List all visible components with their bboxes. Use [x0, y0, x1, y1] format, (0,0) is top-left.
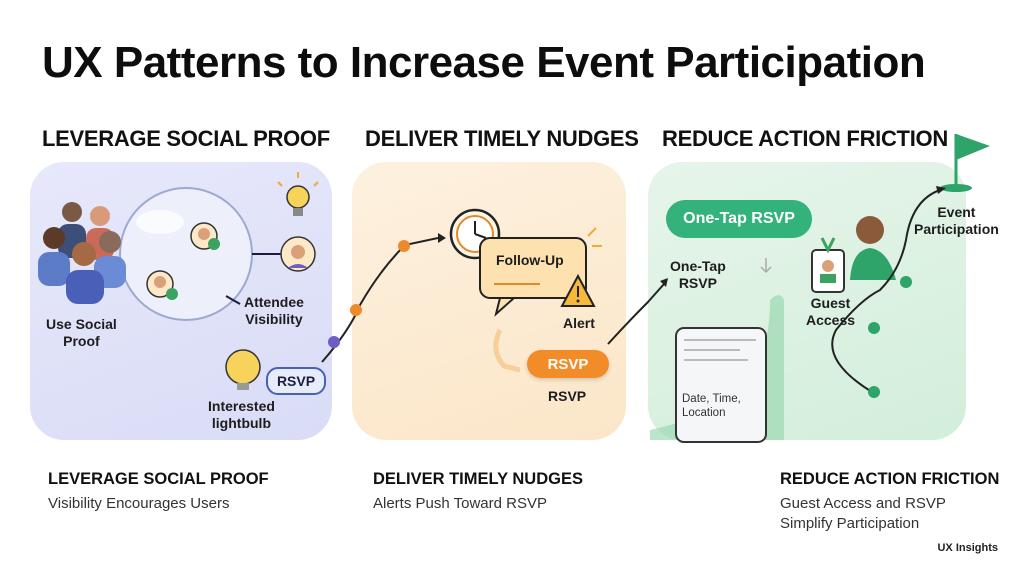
caption-body-social-proof: Visibility Encourages Users [48, 495, 230, 512]
follow-up-label: Follow-Up [496, 252, 564, 268]
path-node [900, 276, 912, 288]
interested-lightbulb-label: Interested lightbulb [208, 398, 275, 431]
caption-title-action-friction: REDUCE ACTION FRICTION [780, 470, 1000, 488]
lightbulb-icon [277, 172, 319, 216]
guest-access-label: Guest Access [806, 295, 856, 328]
attendee-visibility-label: Attendee Visibility [244, 294, 304, 327]
rsvp-label: RSVP [548, 388, 587, 404]
warning-icon [560, 273, 596, 307]
path-node [328, 336, 340, 348]
path-node [398, 240, 410, 252]
path-node [868, 322, 880, 334]
caption-body-timely-nudges: Alerts Push Toward RSVP [373, 495, 547, 512]
page-title: UX Patterns to Increase Event Participat… [42, 38, 926, 87]
flag-icon [940, 134, 990, 192]
check-icon [208, 238, 220, 250]
attendee-avatar-icon [280, 236, 316, 272]
avatar-icon [146, 222, 220, 300]
caption-title-timely-nudges: DELIVER TIMELY NUDGES [373, 470, 583, 488]
chat-bubble-icon [479, 237, 587, 317]
caption-body-action-friction-line2: Simplify Participation [780, 515, 920, 532]
heading-social-proof: LEVERAGE SOCIAL PROOF [42, 126, 330, 151]
interested-lightbulb-icon [225, 349, 261, 390]
caption-title-social-proof: LEVERAGE SOCIAL PROOF [48, 470, 269, 488]
path-node [350, 304, 362, 316]
rsvp-button[interactable]: RSVP [527, 350, 609, 378]
one-tap-rsvp-button[interactable]: One-Tap RSVP [666, 200, 812, 238]
person-icon [850, 216, 896, 280]
id-badge-icon [811, 237, 845, 293]
people-group-icon [38, 202, 126, 304]
phone-icon [650, 295, 784, 443]
path-node [868, 386, 880, 398]
rsvp-bubble: RSVP [266, 367, 326, 395]
event-participation-label: Event Participation [914, 204, 999, 237]
heading-timely-nudges: DELIVER TIMELY NUDGES [365, 126, 639, 151]
caption-body-action-friction-line1: Guest Access and RSVP [780, 495, 946, 512]
alert-label: Alert [563, 315, 595, 331]
heading-action-friction: REDUCE ACTION FRICTION [662, 126, 948, 151]
date-time-location-text: Date, Time, Location [682, 393, 741, 419]
one-tap-rsvp-label: One-Tap RSVP [670, 258, 726, 291]
use-social-proof-label: Use Social Proof [46, 316, 117, 349]
footer-brand: UX Insights [937, 542, 998, 554]
